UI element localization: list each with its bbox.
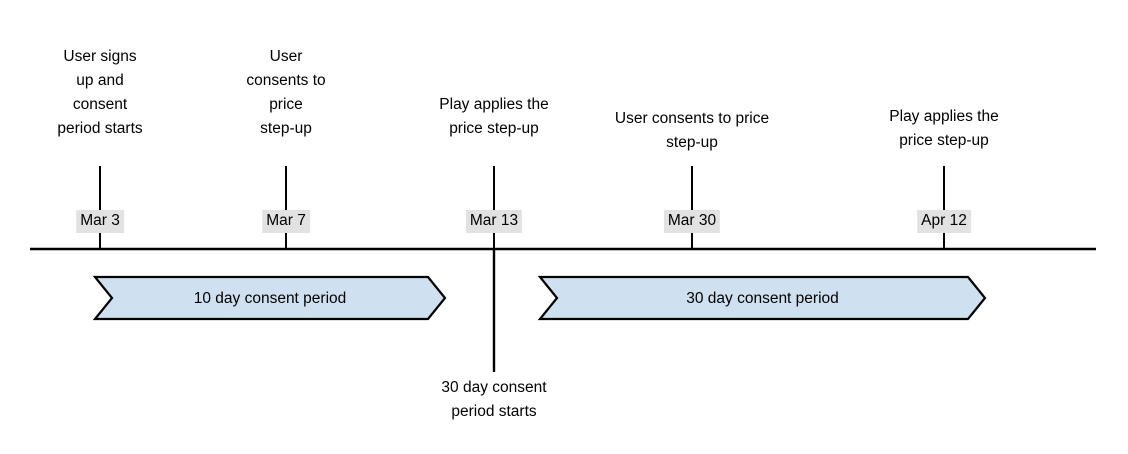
event-label-mar-13-stepup: Play applies the price step-up	[439, 96, 549, 137]
event-label-apr-12-stepup: Play applies the price step-up	[889, 108, 999, 149]
band-consent-period-30-day	[537, 275, 987, 321]
date-chip-mar-30-consent: Mar 30	[663, 210, 721, 233]
event-label-mar-30-consent: User consents to price step-up	[614, 110, 770, 151]
date-chip-mar-3-signup: Mar 3	[76, 210, 124, 233]
band-consent-period-10-day	[92, 275, 447, 321]
drop-line-label-mar-13-drop: 30 day consent period starts	[441, 379, 547, 420]
date-chip-apr-12-stepup: Apr 12	[917, 210, 971, 233]
event-label-mar-7-consent: User consents to price step-up	[246, 48, 326, 137]
date-chip-mar-7-consent: Mar 7	[262, 210, 310, 233]
event-label-mar-3-signup: User signs up and consent period starts	[57, 48, 143, 137]
date-chip-mar-13-stepup: Mar 13	[465, 210, 523, 233]
